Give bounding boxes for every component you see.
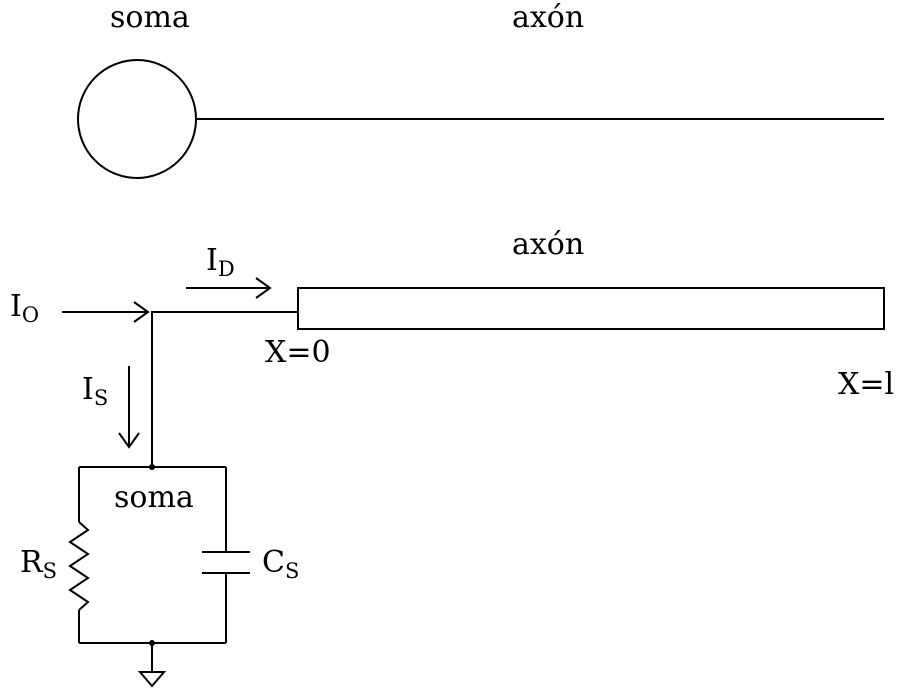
axon-cylinder: [297, 287, 885, 330]
cs-main: C: [262, 545, 285, 580]
i0-subscript: O: [22, 303, 39, 327]
top-axon-label: axón: [512, 0, 584, 35]
i0-main: I: [10, 289, 22, 324]
soma-circuit-label: soma: [114, 480, 194, 515]
is-subscript: S: [94, 386, 108, 410]
resistor-zigzag: [68, 521, 90, 611]
top-soma-label: soma: [110, 0, 190, 35]
i0-arrow-head: [133, 301, 150, 323]
is-label: IS: [82, 372, 108, 410]
is-arrow-head: [118, 432, 140, 449]
circuit-axon-label: axón: [512, 227, 584, 262]
i0-label: IO: [10, 289, 39, 327]
is-main: I: [82, 372, 94, 407]
cs-subscript: S: [285, 559, 299, 583]
cs-label: CS: [262, 545, 299, 583]
x0-label: X=0: [265, 335, 331, 370]
soma-circle: [77, 59, 197, 179]
id-main: I: [206, 243, 218, 278]
id-subscript: D: [218, 257, 235, 281]
junction-wire: [151, 311, 298, 467]
xl-label: X=l: [838, 367, 894, 402]
id-label: ID: [206, 243, 235, 281]
id-arrow-head: [255, 277, 272, 299]
ground-symbol: [137, 671, 167, 688]
rs-label: RS: [20, 545, 57, 583]
rs-subscript: S: [43, 559, 57, 583]
rs-main: R: [20, 545, 44, 580]
